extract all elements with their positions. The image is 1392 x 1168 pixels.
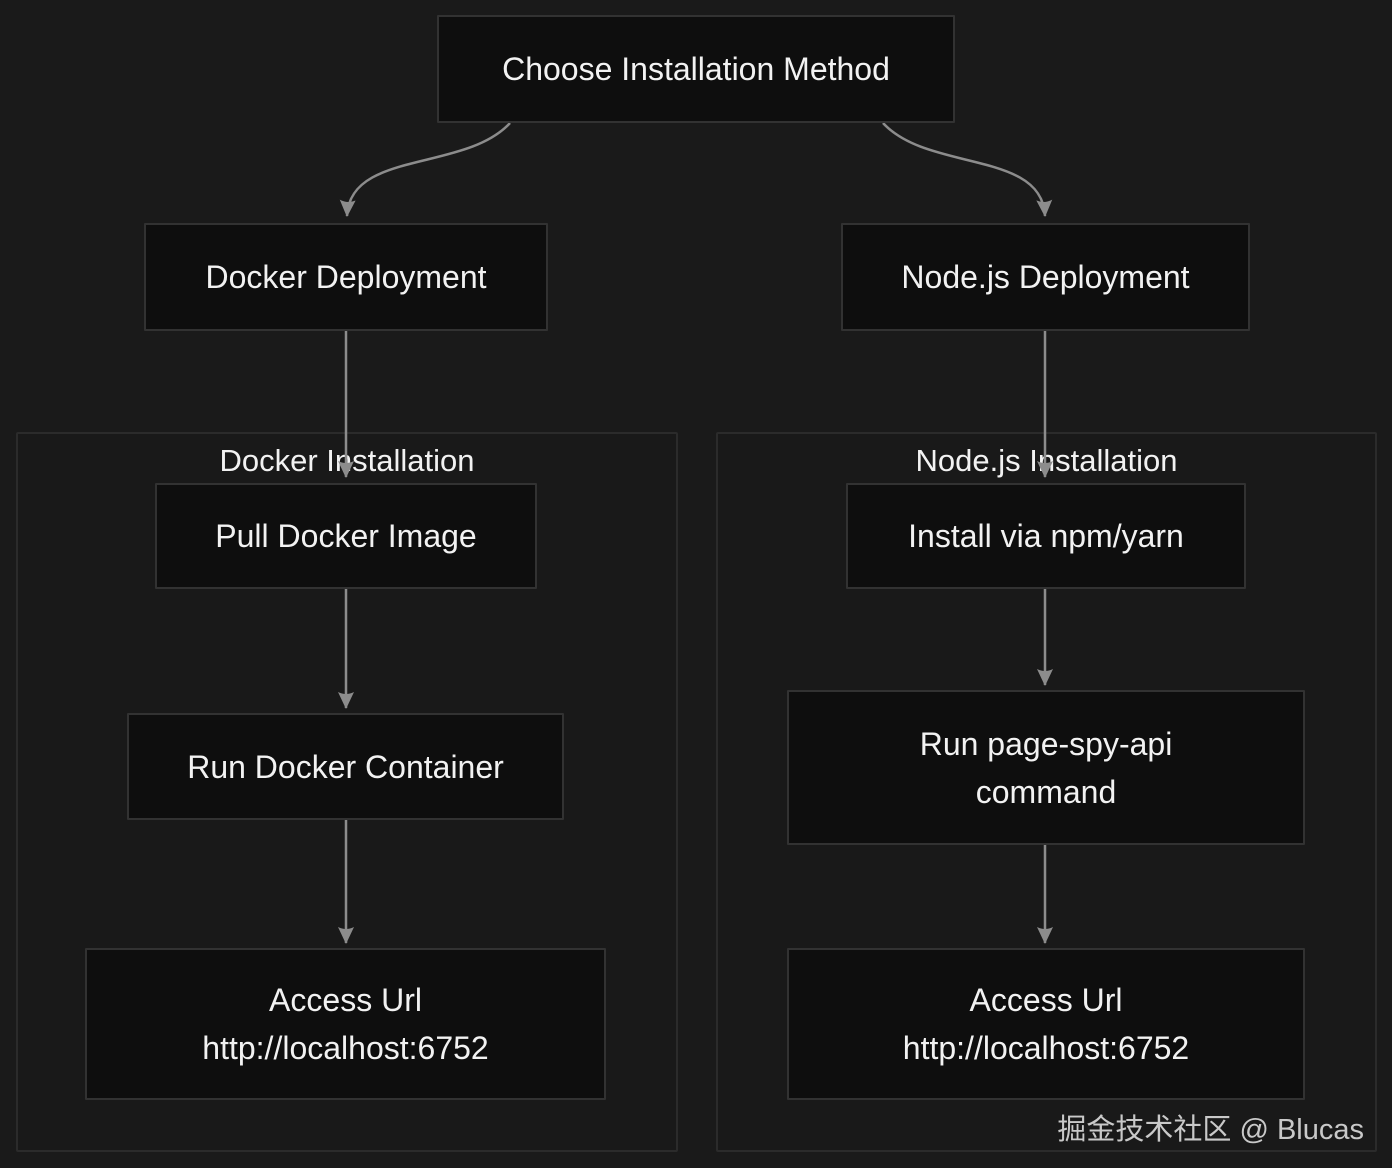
node-label: Install via npm/yarn xyxy=(908,518,1184,554)
node-label-line1: Access Url xyxy=(969,982,1123,1018)
edge-choose-to-docker xyxy=(339,122,511,217)
node-label-line2: http://localhost:6752 xyxy=(902,1030,1190,1066)
node-choose-installation-method: Choose Installation Method xyxy=(437,15,955,123)
node-install-via-npm-yarn: Install via npm/yarn xyxy=(846,483,1246,589)
node-label: Node.js Deployment xyxy=(901,259,1190,295)
node-label: Pull Docker Image xyxy=(215,518,477,554)
node-label-line1: Run page-spy-api xyxy=(919,725,1173,762)
node-label-line2: command xyxy=(975,773,1117,810)
node-label-line2: http://localhost:6752 xyxy=(202,1030,489,1066)
node-nodejs-deployment: Node.js Deployment xyxy=(841,223,1250,331)
subgraph-title-nodejs: Node.js Installation xyxy=(915,443,1178,478)
edge-choose-to-nodejs xyxy=(882,122,1053,217)
node-access-url-nodejs: Access Url http://localhost:6752 xyxy=(787,948,1305,1100)
node-label-line1: Access Url xyxy=(269,982,422,1018)
node-access-url-docker: Access Url http://localhost:6752 xyxy=(85,948,606,1100)
node-label: Choose Installation Method xyxy=(502,51,890,87)
node-label: Docker Deployment xyxy=(205,259,487,295)
node-docker-deployment: Docker Deployment xyxy=(144,223,548,331)
node-label: Run Docker Container xyxy=(187,748,504,785)
node-run-page-spy-api-command: Run page-spy-api command xyxy=(787,690,1305,845)
node-run-docker-container: Run Docker Container xyxy=(127,713,564,820)
subgraph-title-docker: Docker Installation xyxy=(219,443,475,478)
node-pull-docker-image: Pull Docker Image xyxy=(155,483,537,589)
watermark: 掘金技术社区 @ Blucas xyxy=(1057,1114,1364,1146)
